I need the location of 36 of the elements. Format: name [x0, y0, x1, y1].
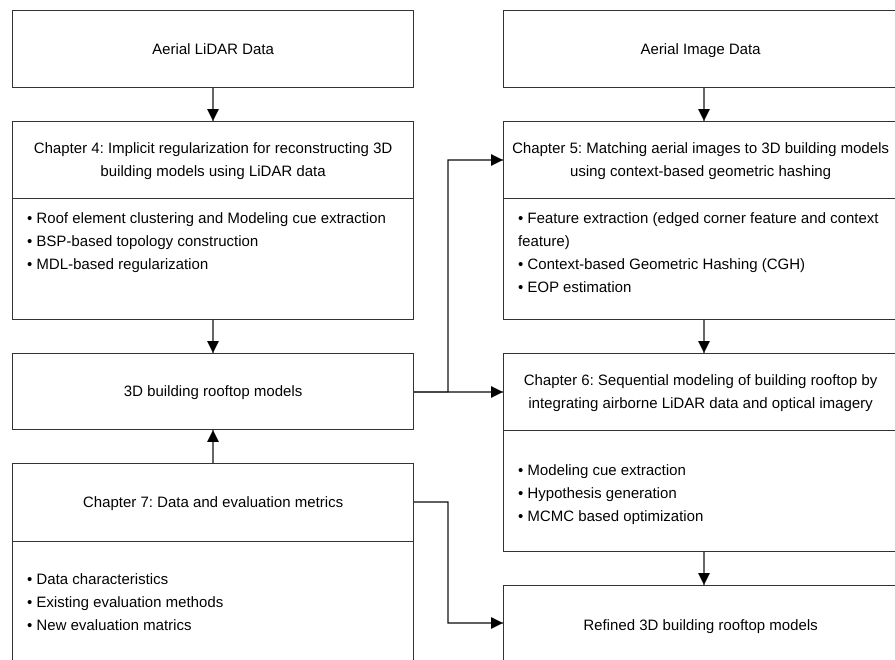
bullet-item: • BSP-based topology construction: [27, 232, 260, 252]
bullet-item: • Feature extraction (edged corner feature and context feature): [518, 209, 880, 252]
box-label: 3D building rooftop models: [124, 383, 302, 400]
chapter-box: [503, 121, 895, 320]
chapter-box: [12, 463, 414, 660]
process-box: [503, 10, 895, 88]
box-label: Refined 3D building rooftop models: [583, 616, 818, 634]
chapter-box: [12, 121, 414, 320]
arrow: [414, 386, 503, 398]
arrow: [698, 552, 710, 585]
arrow: [207, 88, 219, 121]
bullet-item: • Roof element clustering and Modeling cue extraction: [27, 209, 387, 229]
chapter-title: Chapter 4: Implicit regularization for reconstructing 3D building models using LiDAR data: [32, 139, 394, 182]
bullet-item: • Hypothesis generation: [518, 484, 678, 504]
chapter-box: [503, 353, 895, 552]
arrow: [698, 320, 710, 353]
bullet-item: • Context-based Geometric Hashing (CGH): [518, 255, 806, 275]
box-label: Aerial LiDAR Data: [152, 40, 274, 58]
arrow: [207, 430, 219, 463]
arrow: [698, 88, 710, 121]
chapter-title: Chapter 6: Sequential modeling of building rooftop by integrating airborne LiDAR data and optical imagery: [522, 371, 878, 414]
bullet-item: • Existing evaluation methods: [27, 593, 224, 613]
chapter-title: Chapter 5: Matching aerial images to 3D building models using context-based geometric hashing: [511, 139, 890, 182]
box-label: Aerial Image Data: [640, 40, 761, 58]
chapter-title: Chapter 7: Data and evaluation metrics: [82, 493, 344, 513]
arrow: [207, 320, 219, 353]
bullet-item: • Data characteristics: [27, 570, 170, 590]
process-box: [503, 585, 895, 660]
bullet-item: • EOP estimation: [518, 278, 632, 298]
bullet-item: • New evaluation matrics: [27, 616, 192, 636]
bullet-item: • Modeling cue extraction: [518, 461, 687, 481]
process-box: [12, 353, 414, 430]
bullet-item: • MDL-based regularization: [27, 255, 210, 275]
bullet-item: • MCMC based optimization: [518, 507, 704, 527]
process-box: [12, 10, 414, 88]
arrow: [414, 501, 503, 629]
